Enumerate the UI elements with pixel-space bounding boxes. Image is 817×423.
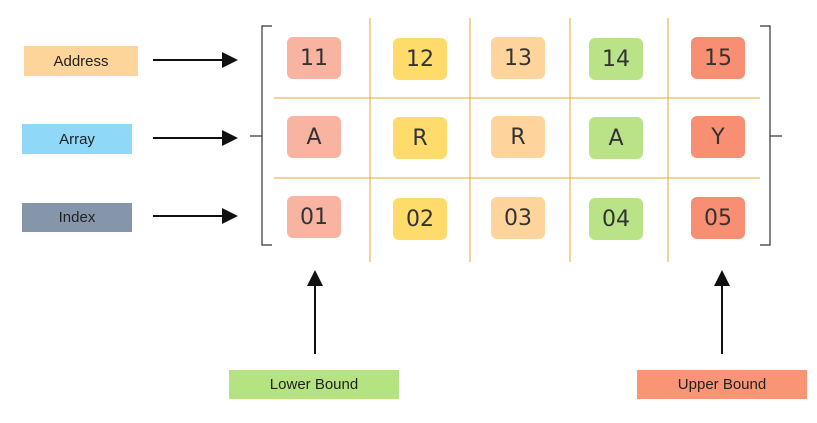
index-label-text: Index [58,209,96,226]
index-cell: 02 [393,198,447,240]
array-cell: Y [691,116,745,158]
array-cell: R [393,117,447,159]
address-label-text: Address [53,52,109,70]
address-cell: 13 [491,37,545,79]
right-bracket [760,25,771,246]
index-label: Index [22,203,132,232]
array-label-text: Array [59,130,95,148]
upper-bound-text: Upper Bound [677,376,767,393]
address-cell: 11 [287,37,341,79]
array-cell: A [589,117,643,159]
array-cell: A [287,116,341,158]
address-cell: 12 [393,38,447,80]
index-cell: 01 [287,196,341,238]
address-cell: 14 [589,38,643,80]
upper-bound-label: Upper Bound [637,370,807,399]
index-cell: 05 [691,197,745,239]
grid-lines [274,18,760,262]
index-cell: 04 [589,198,643,240]
address-label: Address [24,46,138,76]
lower-bound-label: Lower Bound [229,370,399,399]
lower-bound-text: Lower Bound [269,376,359,393]
index-cell: 03 [491,197,545,239]
array-label: Array [22,124,132,154]
left-bracket [261,25,272,246]
address-cell: 15 [691,37,745,79]
array-cell: R [491,116,545,158]
